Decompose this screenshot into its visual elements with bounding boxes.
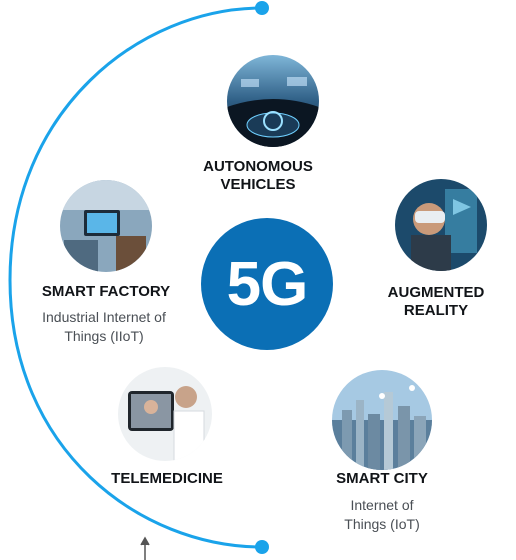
- vr-headset-image: [395, 179, 487, 271]
- node-title-line: SMART CITY: [336, 470, 428, 487]
- arrow-up-icon: [140, 536, 150, 560]
- node-title-line: TELEMEDICINE: [111, 470, 223, 487]
- factory-tablet-image: [60, 180, 152, 272]
- node-title-line: SMART FACTORY: [41, 283, 171, 300]
- arc-path: [8, 6, 263, 549]
- node-title-line: AUGMENTED: [387, 284, 485, 301]
- node-title-line: AUTONOMOUS: [203, 158, 313, 175]
- node-title-line: VEHICLES: [220, 176, 296, 193]
- arc-bottom-dot: [255, 540, 269, 554]
- node-sub-line: Internet of: [350, 497, 414, 513]
- arc-top-dot: [255, 1, 269, 15]
- city-skyline-image: [332, 370, 432, 470]
- node-sub-line: Things (IoT): [344, 516, 420, 532]
- doctor-tablet-image: [118, 367, 212, 461]
- hub-label: 5G: [226, 249, 309, 319]
- node-title-line: REALITY: [403, 302, 469, 319]
- node-sub-line: Industrial Internet of: [42, 309, 166, 325]
- hub-5g: 5G: [201, 218, 333, 350]
- node-sub-line: Things (IIoT): [64, 328, 144, 344]
- car-interior-image: [227, 55, 319, 147]
